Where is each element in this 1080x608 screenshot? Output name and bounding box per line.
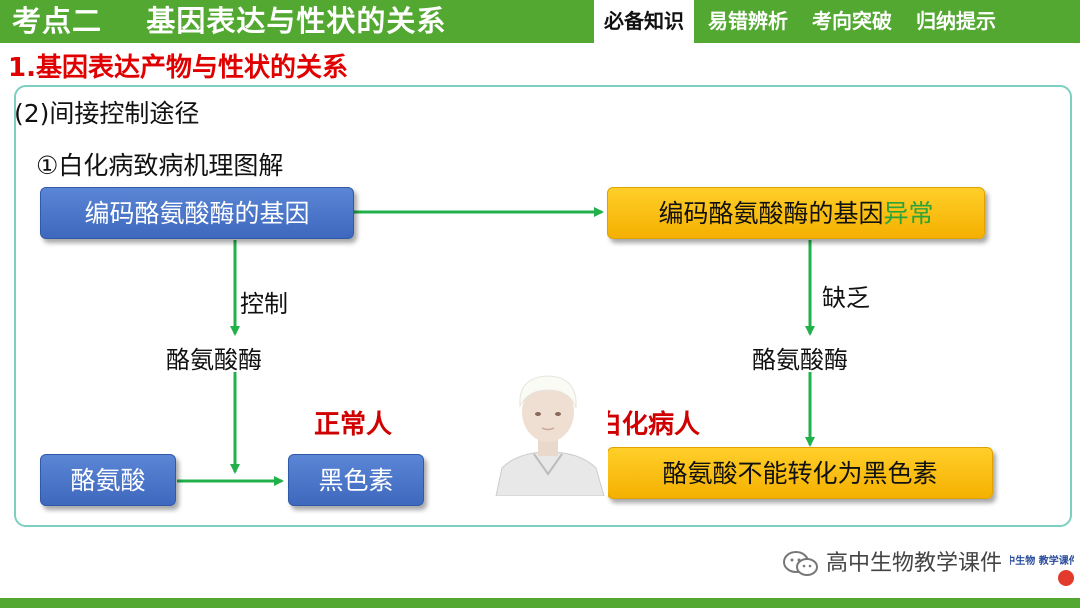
header-title: 考点二 基因表达与性状的关系: [12, 4, 447, 38]
gene-box: 编码酪氨酸酶的基因: [40, 187, 354, 239]
result-box: 酪氨酸不能转化为黑色素: [607, 447, 993, 499]
tab-summary-tips[interactable]: 归纳提示: [916, 9, 996, 33]
normal-person-label: 正常人: [314, 410, 393, 440]
panel-subsubtitle: ①白化病致病机理图解: [36, 151, 284, 180]
abnormal-gene-box: 编码酪氨酸酶的基因异常: [607, 187, 985, 239]
course-logo: 中生物 教学课件: [1010, 550, 1074, 588]
melanin-box: 黑色素: [288, 454, 424, 506]
header-bar: 考点二 基因表达与性状的关系 必备知识 易错辨析 考向突破 归纳提示: [0, 0, 1080, 43]
enzyme-label-left: 酪氨酸酶: [166, 346, 262, 374]
watermark: 高中生物教学课件: [782, 548, 1002, 580]
watermark-text: 高中生物教学课件: [826, 551, 1003, 576]
footer-bar: [0, 598, 1080, 608]
tab-bar: 必备知识 易错辨析 考向突破 归纳提示: [594, 0, 1006, 43]
wechat-icon: [783, 551, 818, 576]
tab-exam-breakthrough[interactable]: 考向突破: [812, 9, 892, 33]
tyrosine-box: 酪氨酸: [40, 454, 176, 506]
abnormal-highlight: 异常: [883, 199, 934, 228]
albino-patient-label: 白化病人: [596, 410, 701, 440]
tab-essential-knowledge[interactable]: 必备知识: [594, 0, 694, 43]
control-label: 控制: [240, 290, 288, 318]
course-logo-text: 中生物 教学课件: [1010, 554, 1074, 567]
abnormal-gene-text: 编码酪氨酸酶的基因: [658, 199, 884, 228]
tab-error-analysis[interactable]: 易错辨析: [708, 9, 788, 33]
enzyme-label-right: 酪氨酸酶: [752, 346, 848, 374]
albino-child-photo: [488, 356, 608, 496]
lack-label: 缺乏: [822, 284, 870, 312]
panel-subtitle: (2)间接控制途径: [14, 99, 200, 128]
section-title: 1.基因表达产物与性状的关系: [8, 53, 348, 83]
